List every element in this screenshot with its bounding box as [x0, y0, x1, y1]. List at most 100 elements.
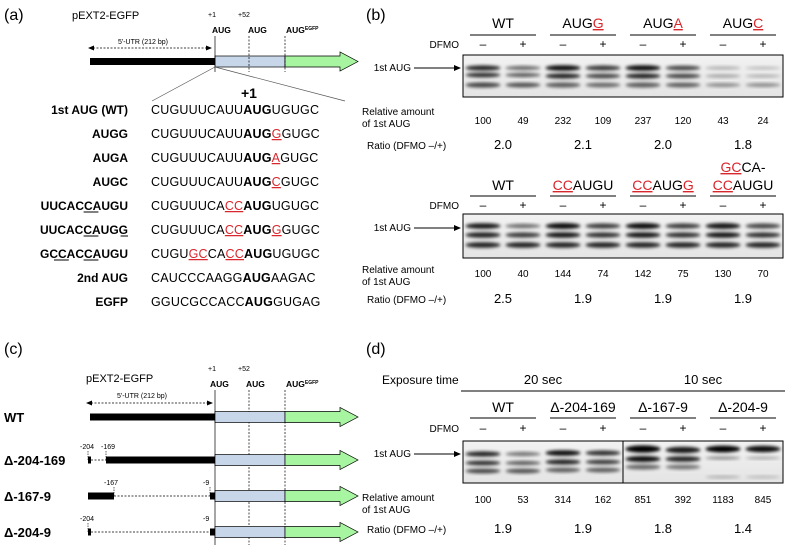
- group-header-base: AUG: [723, 15, 753, 31]
- rel-label-2: of 1st AUG: [362, 505, 411, 516]
- blot-band: [705, 74, 741, 78]
- blot-band: [585, 65, 621, 71]
- blot-band: [585, 223, 621, 229]
- blot-band: [465, 223, 501, 229]
- dfmo-sign: +: [759, 421, 766, 435]
- dfmo-sign: +: [679, 37, 686, 51]
- sequence-segment: G: [272, 127, 282, 141]
- rel-value: 70: [757, 269, 769, 280]
- blot-band: [465, 242, 501, 248]
- sequence-segment: GUGC: [280, 151, 318, 165]
- blot-band: [585, 467, 621, 473]
- aug1-label-c: AUG: [210, 379, 229, 389]
- blot-band: [465, 451, 501, 457]
- blot-band: [545, 223, 581, 229]
- aug2-label-a: AUG: [248, 25, 267, 35]
- blot-band: [745, 242, 781, 248]
- rel-value: 232: [555, 116, 572, 127]
- group-header: AUGG: [562, 15, 603, 31]
- band-label: 1st AUG: [374, 449, 411, 460]
- rel-value: 144: [555, 269, 572, 280]
- sequence-name: EGFP: [95, 295, 128, 309]
- blot-band: [745, 83, 781, 87]
- sequence-segment: CUGUUUCAUU: [151, 103, 243, 117]
- egfp-arrow-a: [284, 51, 359, 72]
- sequence-name: AUGC: [93, 175, 129, 189]
- aug1-label-a: AUG: [212, 25, 231, 35]
- blot-band: [545, 73, 581, 79]
- blot-band: [545, 65, 581, 71]
- plus1-zoom-label: +1: [241, 85, 257, 101]
- blot-band: [745, 475, 781, 479]
- dfmo-sign: +: [599, 198, 606, 212]
- blot-band: [505, 460, 541, 466]
- rel-label-1: Relative amount: [362, 493, 434, 504]
- blot-band: [465, 65, 501, 71]
- blot-band: [545, 450, 581, 456]
- sequence-segment: AUG: [243, 103, 271, 117]
- plus1-mark-a: +1: [208, 12, 216, 19]
- dfmo-sign: +: [679, 421, 686, 435]
- sequence-text: CUGUUUCAUUAUGGGUGC: [151, 127, 320, 141]
- ratio-label: Ratio (DFMO –/+): [367, 295, 446, 306]
- blot-band: [505, 468, 541, 474]
- blot-band: [665, 65, 701, 71]
- utr-label-a: 5'-UTR (212 bp): [118, 39, 168, 46]
- sequence-text: CUGUUUCACCAUGUGUGC: [151, 199, 319, 213]
- blot-band: [665, 464, 701, 470]
- sequence-name: UUCACCAUGU: [41, 199, 128, 213]
- group-header: Δ-167-9: [638, 399, 688, 415]
- construct-name: Δ-204-9: [4, 525, 51, 540]
- utr-label-c: 5'-UTR (212 bp): [117, 393, 167, 400]
- orf-box: [214, 526, 286, 538]
- sequence-text: GGUCGCCACCAUGGUGAG: [151, 295, 321, 309]
- sequence-segment: CC: [225, 223, 243, 237]
- dfmo-sign: +: [679, 198, 686, 212]
- rel-value: 100: [475, 269, 492, 280]
- dfmo-sign: +: [519, 37, 526, 51]
- sequence-segment: CA: [208, 247, 226, 261]
- sequence-name: UUCACCAUGG: [40, 223, 128, 237]
- blot-band: [625, 82, 661, 88]
- ratio-value: 2.1: [574, 137, 592, 152]
- dfmo-sign: –: [720, 421, 727, 435]
- rel-label-1: Relative amount: [362, 265, 434, 276]
- group-header: Δ-204-9: [718, 399, 768, 415]
- sequence-name: 2nd AUG: [77, 271, 128, 285]
- exposure-label: Exposure time: [382, 373, 459, 387]
- blot-band: [665, 82, 701, 88]
- blot-band: [625, 232, 661, 238]
- sequence-name: AUGG: [92, 127, 128, 141]
- dfmo-sign: –: [720, 37, 727, 51]
- dfmo-sign: +: [599, 421, 606, 435]
- sequence-segment: CUGUUUCAUU: [151, 127, 243, 141]
- rel-value: 24: [757, 116, 769, 127]
- rel-value: 49: [517, 116, 529, 127]
- sequence-name: GCCACCAUGU: [40, 247, 128, 261]
- blot-band: [745, 223, 781, 229]
- group-header: GCCA-: [720, 159, 765, 175]
- rel-value: 851: [635, 495, 652, 506]
- group-header: AUGC: [723, 15, 763, 31]
- blot-band: [665, 242, 701, 248]
- rel-label-1: Relative amount: [362, 107, 434, 118]
- sequence-text: CAUCCCAAGGAUGAAGAC: [151, 271, 316, 285]
- sequence-segment: A: [272, 151, 281, 165]
- group-header: CCAUGG: [632, 177, 693, 193]
- blot-band: [665, 73, 701, 79]
- utr-bar: [210, 528, 215, 536]
- zoom-line-right: [214, 66, 346, 102]
- dfmo-sign: –: [480, 37, 487, 51]
- dfmo-sign: –: [640, 421, 647, 435]
- panel-label-d: (d): [366, 341, 386, 358]
- blot-band: [505, 223, 541, 229]
- panel-label-c: (c): [4, 341, 23, 358]
- blot-band: [705, 232, 741, 238]
- ratio-value: 2.0: [654, 137, 672, 152]
- rel-label-2: of 1st AUG: [362, 119, 411, 130]
- dfmo-sign: +: [519, 421, 526, 435]
- blot-band: [505, 65, 541, 71]
- sequence-segment: GUGAG: [273, 295, 321, 309]
- plus52-mark-a: +52: [238, 12, 250, 19]
